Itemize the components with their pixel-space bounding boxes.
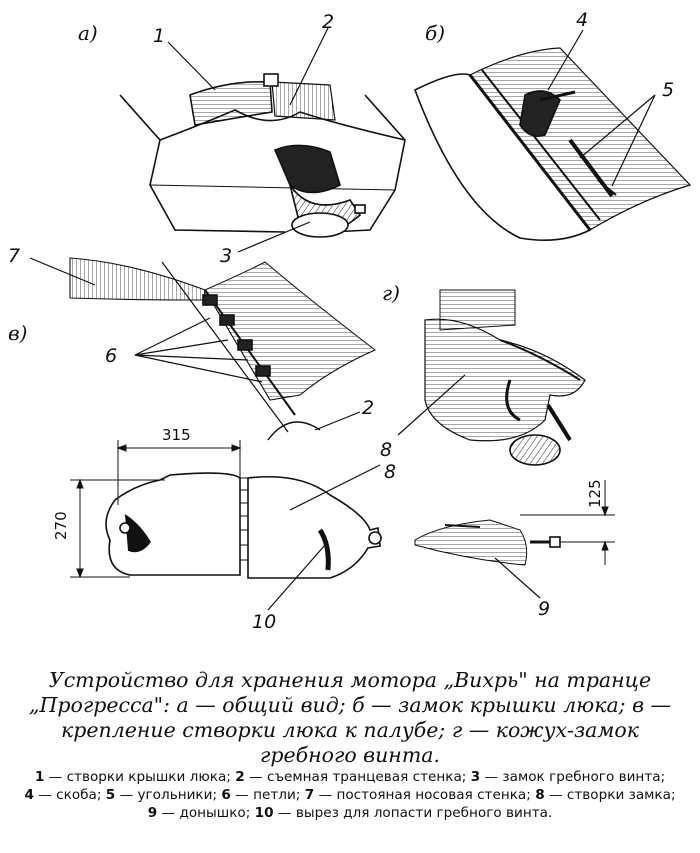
callout-8-detail: 8 — [384, 461, 396, 483]
callout-3: 3 — [220, 245, 232, 267]
panel-b-hatch-lock — [413, 47, 692, 242]
panel-label-a: а) — [78, 21, 98, 45]
callout-5: 5 — [662, 79, 674, 101]
panel-label-v: в) — [8, 321, 27, 345]
panel-a-general-view — [119, 73, 406, 238]
callout-2: 2 — [322, 11, 334, 33]
dimension-height-side: 125 — [586, 479, 604, 508]
dimension-height: 270 — [52, 511, 70, 540]
panel-label-b: б) — [425, 21, 445, 45]
callout-8: 8 — [380, 439, 392, 461]
dimension-width: 315 — [162, 426, 191, 444]
callout-9: 9 — [538, 598, 550, 620]
callout-lines-b — [547, 29, 656, 187]
dimension-lines-plan — [70, 440, 242, 579]
figure-caption: Устройство для хранения мотора „Вихрь" н… — [28, 668, 672, 767]
legend-item: 2 — съемная транцевая стенка; — [235, 769, 467, 785]
callout-line-9 — [494, 557, 541, 599]
panel-v-hinges — [69, 257, 377, 441]
callout-10: 10 — [252, 611, 276, 633]
callout-lines-v — [29, 257, 361, 431]
legend-item: 6 — петли; — [221, 787, 301, 803]
device-diagram: а) б) в) г) 1 2 3 4 5 6 7 8 9 10 2 8 315… — [8, 9, 692, 633]
callout-1: 1 — [153, 25, 165, 47]
legend-item: 3 — замок гребного винта; — [470, 769, 666, 785]
legend-item: 9 — донышко; — [147, 805, 251, 821]
dimension-lines-side — [520, 480, 615, 565]
legend-item: 10 — вырез для лопасти гребного винта. — [254, 805, 553, 821]
legend-item: 8 — створки замка; — [535, 787, 676, 803]
pattern-plan-view — [105, 472, 382, 579]
panel-g-propeller-lock — [424, 289, 586, 466]
legend-item: 4 — скоба; — [24, 787, 102, 803]
legend-item: 1 — створки крышки люка; — [34, 769, 231, 785]
callout-line-8-upper — [397, 374, 466, 436]
figure-legend: 1 — створки крышки люка; 2 — съемная тра… — [22, 768, 678, 822]
panel-label-g: г) — [382, 281, 400, 305]
callout-lines-a — [167, 27, 329, 253]
callout-4: 4 — [576, 9, 588, 31]
pattern-side-view — [414, 519, 561, 566]
callout-2-detail: 2 — [362, 397, 374, 419]
callout-lines-bottom — [267, 464, 381, 611]
callout-7: 7 — [8, 245, 20, 267]
legend-item: 5 — угольники; — [105, 787, 218, 803]
callout-6: 6 — [105, 345, 117, 367]
legend-item: 7 — постояная носовая стенка; — [304, 787, 531, 803]
